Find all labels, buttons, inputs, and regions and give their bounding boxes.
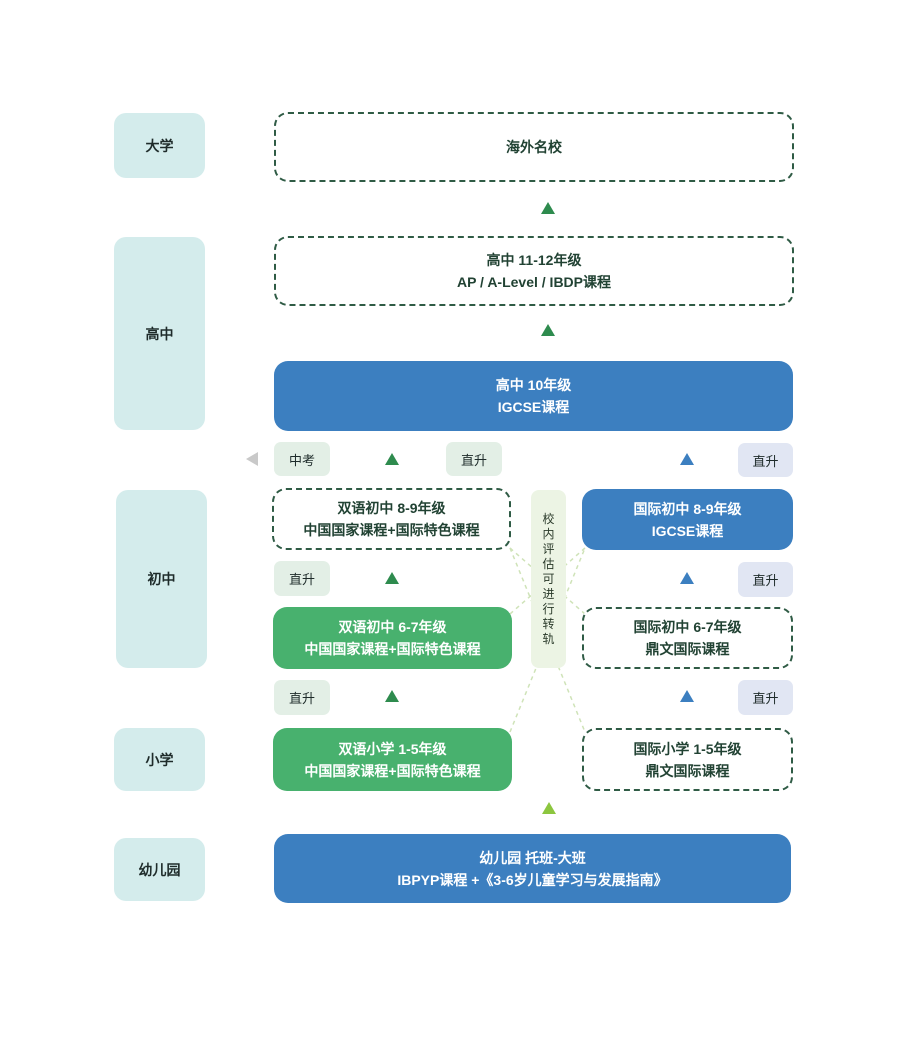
box-bi67-line2: 中国国家课程+国际特色课程 bbox=[304, 641, 481, 657]
tag-direct-promotion: 直升 bbox=[738, 680, 793, 715]
tag-direct-promotion: 直升 bbox=[274, 561, 330, 596]
box-intl67-line1: 国际初中 6-7年级 bbox=[633, 619, 742, 635]
box-overseas-universities: 海外名校 bbox=[274, 112, 794, 182]
box-bi89-line2: 中国国家课程+国际特色课程 bbox=[303, 522, 480, 538]
box-intl89-line2: IGCSE课程 bbox=[651, 522, 724, 539]
stage-university: 大学 bbox=[114, 113, 205, 178]
box-bipri-line1: 双语小学 1-5年级 bbox=[338, 740, 447, 757]
box-kindergarten: 幼儿园 托班-大班 IBPYP课程 +《3-6岁儿童学习与发展指南》 bbox=[274, 834, 791, 903]
box-hs-upper-line2: AP / A-Level / IBDP课程 bbox=[456, 274, 612, 290]
tag-direct-promotion: 直升 bbox=[738, 443, 793, 477]
up-arrow-icon bbox=[385, 572, 399, 584]
transfer-note: 校内评估可进行转轨 bbox=[531, 490, 566, 668]
box-intl67-line2: 鼎文国际课程 bbox=[645, 641, 730, 657]
box-highschool-10: 高中 10年级 IGCSE课程 bbox=[274, 361, 793, 431]
box-hs10-line1: 高中 10年级 bbox=[495, 377, 572, 393]
box-intl89-line1: 国际初中 8-9年级 bbox=[633, 500, 742, 517]
box-international-middle-6-7: 国际初中 6-7年级 鼎文国际课程 bbox=[582, 607, 793, 669]
stage-highschool: 高中 bbox=[114, 237, 205, 430]
box-hs10-line2: IGCSE课程 bbox=[497, 399, 570, 415]
box-bi67-line1: 双语初中 6-7年级 bbox=[338, 619, 447, 635]
stage-middle-school: 初中 bbox=[116, 490, 207, 668]
box-overseas-line1: 海外名校 bbox=[506, 139, 562, 155]
box-kg-line2: IBPYP课程 +《3-6岁儿童学习与发展指南》 bbox=[397, 871, 668, 888]
up-arrow-icon bbox=[385, 453, 399, 465]
stage-primary: 小学 bbox=[114, 728, 205, 791]
up-arrow-icon bbox=[541, 202, 555, 214]
tag-direct-promotion: 直升 bbox=[446, 442, 502, 476]
box-highschool-11-12: 高中 11-12年级 AP / A-Level / IBDP课程 bbox=[274, 236, 794, 306]
box-bilingual-primary: 双语小学 1-5年级 中国国家课程+国际特色课程 bbox=[273, 728, 512, 791]
box-bi89-line1: 双语初中 8-9年级 bbox=[337, 500, 446, 516]
up-arrow-icon bbox=[680, 690, 694, 702]
up-arrow-icon bbox=[541, 324, 555, 336]
up-arrow-icon bbox=[680, 453, 694, 465]
box-international-primary: 国际小学 1-5年级 鼎文国际课程 bbox=[582, 728, 793, 791]
tag-direct-promotion: 直升 bbox=[738, 562, 793, 597]
left-arrow-icon bbox=[246, 452, 258, 466]
up-arrow-icon bbox=[385, 690, 399, 702]
box-bilingual-middle-6-7: 双语初中 6-7年级 中国国家课程+国际特色课程 bbox=[273, 607, 512, 669]
box-intlpri-line2: 鼎文国际课程 bbox=[645, 762, 730, 779]
box-intlpri-line1: 国际小学 1-5年级 bbox=[633, 740, 742, 757]
box-kg-line1: 幼儿园 托班-大班 bbox=[479, 849, 586, 866]
box-hs-upper-line1: 高中 11-12年级 bbox=[486, 252, 582, 268]
tag-zhongkao: 中考 bbox=[274, 442, 330, 476]
tag-direct-promotion: 直升 bbox=[274, 680, 330, 715]
box-bipri-line2: 中国国家课程+国际特色课程 bbox=[304, 762, 481, 779]
box-bilingual-middle-8-9: 双语初中 8-9年级 中国国家课程+国际特色课程 bbox=[272, 488, 511, 550]
box-international-middle-8-9: 国际初中 8-9年级 IGCSE课程 bbox=[582, 489, 793, 550]
transfer-note-text: 校内评估可进行转轨 bbox=[542, 511, 555, 646]
up-arrow-icon bbox=[680, 572, 694, 584]
stage-kindergarten: 幼儿园 bbox=[114, 838, 205, 901]
up-arrow-icon bbox=[542, 802, 556, 814]
